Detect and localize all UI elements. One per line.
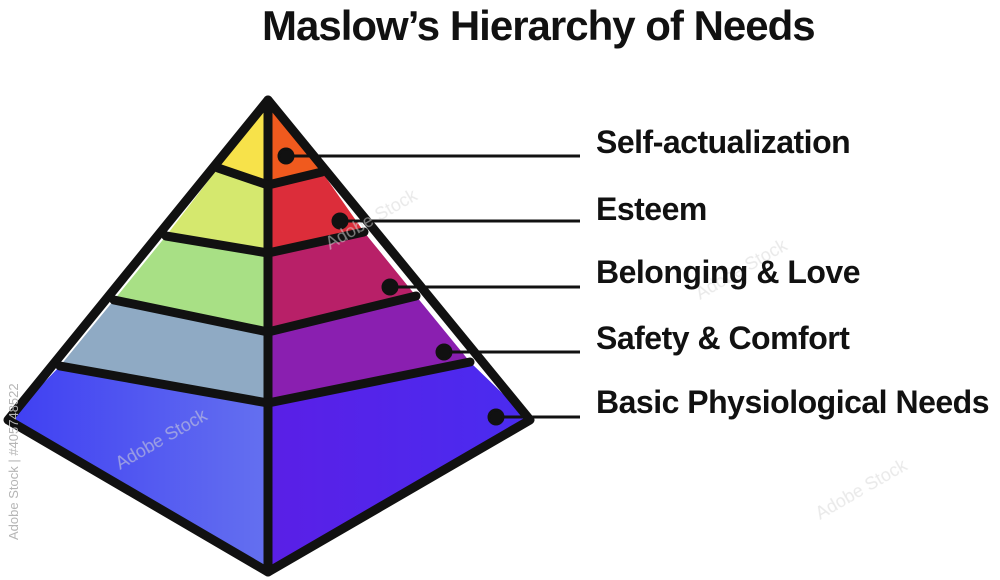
level-label-self-actualization: Self-actualization bbox=[596, 124, 851, 160]
leader-dot bbox=[487, 408, 505, 426]
leader-dot bbox=[277, 147, 295, 165]
leader-dot bbox=[331, 212, 349, 230]
pyramid-band-right-belonging bbox=[268, 232, 416, 332]
leader-lines bbox=[277, 147, 580, 426]
page-title: Maslow’s Hierarchy of Needs bbox=[262, 2, 816, 49]
pyramid-band-left-physiological bbox=[8, 366, 268, 572]
leader-dot bbox=[381, 278, 399, 296]
level-label-belonging-love: Belonging & Love bbox=[596, 254, 861, 290]
pyramid-outline bbox=[3, 95, 535, 577]
pyramid-band-left-esteem bbox=[166, 168, 268, 253]
level-label-safety-comfort: Safety & Comfort bbox=[596, 320, 850, 356]
pyramid-band-right-physiological bbox=[268, 362, 530, 572]
level-label-esteem: Esteem bbox=[596, 191, 707, 227]
watermark-side-text: Adobe Stock | #405748522 bbox=[6, 383, 21, 540]
level-label-basic-physiological: Basic Physiological Needs bbox=[596, 384, 990, 420]
watermark-tile: Adobe Stock bbox=[812, 455, 911, 524]
leader-dot bbox=[435, 343, 453, 361]
